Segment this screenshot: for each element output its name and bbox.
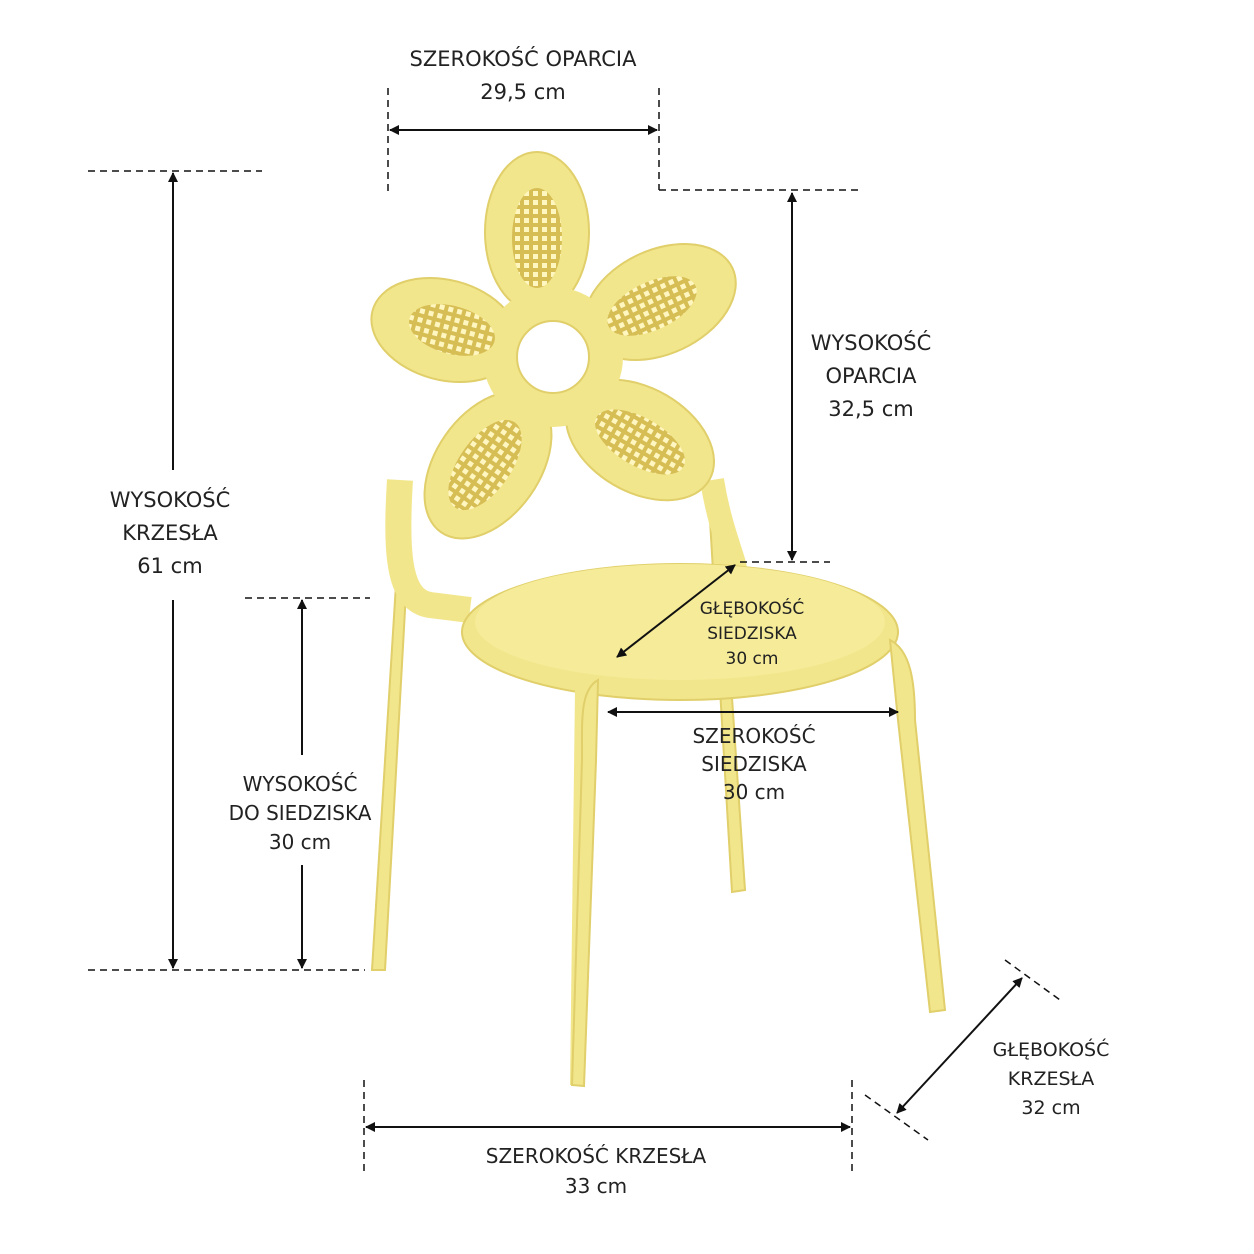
label-line: SZEROKOŚĆ KRZESŁA (485, 1144, 707, 1168)
label-line: WYSOKOŚĆ (109, 488, 231, 512)
chair-depth-arrow (896, 977, 1023, 1114)
label-value: 30 cm (725, 649, 779, 669)
chair-height-label: WYSOKOŚĆ KRZESŁA 61 cm (110, 484, 231, 583)
label-line: KRZESŁA (122, 521, 218, 545)
chair-depth-label: GŁĘBOKOŚĆ KRZESŁA 32 cm (993, 1036, 1110, 1123)
label-line: WYSOKOŚĆ (810, 331, 932, 355)
label-line: SIEDZISKA (701, 752, 807, 776)
seat-width-label: SZEROKOŚĆ SIEDZISKA 30 cm (692, 722, 815, 806)
dashed-guides (88, 88, 1061, 1172)
label-value: 33 cm (564, 1174, 628, 1198)
label-value: 32 cm (1021, 1097, 1081, 1119)
backrest-height-label: WYSOKOŚĆ OPARCIA 32,5 cm (811, 327, 932, 426)
label-line: GŁĘBOKOŚĆ (699, 599, 805, 619)
dimension-arrows (168, 125, 1023, 1132)
chair-width-label: SZEROKOŚĆ KRZESŁA 33 cm (486, 1141, 706, 1201)
label-line: KRZESŁA (1007, 1068, 1095, 1090)
label-line: DO SIEDZISKA (228, 801, 372, 825)
backrest-width-label: SZEROKOŚĆ OPARCIA 29,5 cm (410, 43, 637, 109)
label-line: SIEDZISKA (707, 624, 797, 644)
label-line: SZEROKOŚĆ OPARCIA (409, 47, 637, 71)
label-value: 30 cm (268, 830, 332, 854)
label-value: 30 cm (722, 780, 786, 804)
chair-illustration (370, 151, 947, 1088)
label-line: OPARCIA (825, 364, 917, 388)
seat-depth-arrow (616, 564, 736, 658)
label-value: 32,5 cm (828, 397, 914, 421)
label-value: 61 cm (137, 554, 203, 578)
label-line: WYSOKOŚĆ (242, 772, 358, 796)
flower-backrest (370, 151, 737, 540)
seat-height-label: WYSOKOŚĆ DO SIEDZISKA 30 cm (229, 770, 372, 857)
label-value: 29,5 cm (480, 80, 566, 104)
seat-depth-label: GŁĘBOKOŚĆ SIEDZISKA 30 cm (700, 597, 804, 672)
label-line: GŁĘBOKOŚĆ (992, 1039, 1110, 1061)
label-line: SZEROKOŚĆ (692, 724, 816, 748)
